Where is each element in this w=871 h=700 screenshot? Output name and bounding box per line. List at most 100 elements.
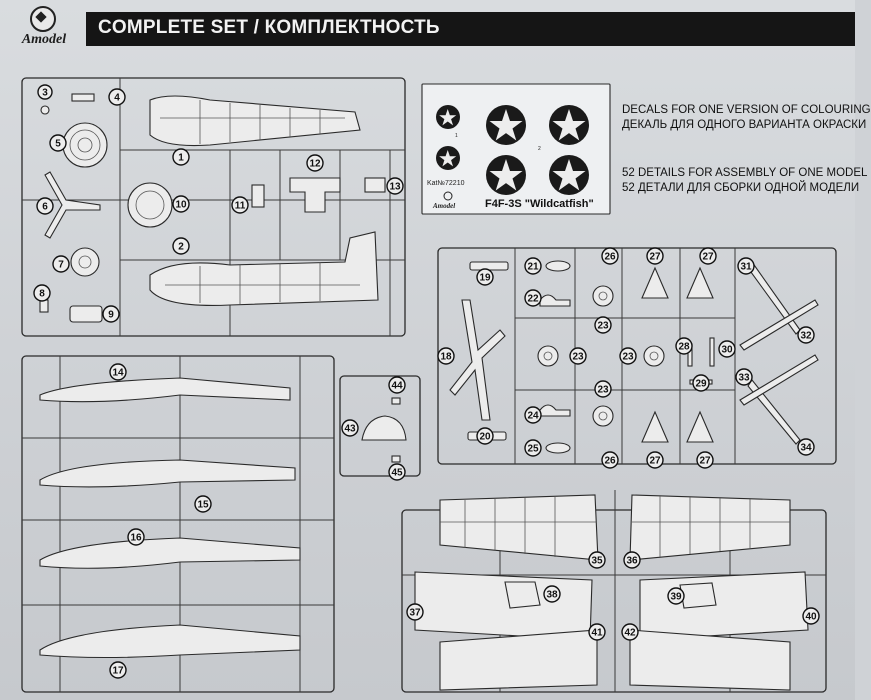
- part-label-28: 28: [675, 337, 693, 355]
- header-bar: [86, 12, 855, 46]
- svg-text:15: 15: [197, 500, 209, 511]
- svg-text:39: 39: [670, 592, 682, 603]
- part-label-33: 33: [735, 368, 753, 386]
- svg-text:10: 10: [175, 200, 187, 211]
- svg-text:4: 4: [114, 93, 120, 104]
- part-label-39: 39: [667, 587, 685, 605]
- part-label-2: 2: [172, 237, 190, 255]
- part-label-6: 6: [36, 197, 54, 215]
- aileron-right: [629, 629, 791, 691]
- part-label-41: 41: [588, 623, 606, 641]
- wing-half-4: [39, 624, 301, 659]
- part-label-23: 23: [569, 347, 587, 365]
- decal-sheet: 1 2 Kat№72210 Amodel F4F-3S "Wildcatfish…: [421, 83, 611, 215]
- part-label-13: 13: [386, 177, 404, 195]
- part-label-32: 32: [797, 326, 815, 344]
- catalog-number: Kat№72210: [427, 180, 465, 187]
- part-label-9: 9: [102, 305, 120, 323]
- wheel-part: [592, 285, 614, 307]
- svg-text:2: 2: [178, 242, 184, 253]
- fuselage-half-upper: [149, 95, 361, 147]
- svg-text:22: 22: [527, 294, 539, 305]
- part-label-27: 27: [699, 247, 717, 265]
- part-label-11: 11: [231, 196, 249, 214]
- svg-text:8: 8: [39, 289, 45, 300]
- flap-left: [414, 571, 593, 641]
- decal-roundel: [549, 155, 589, 195]
- part-label-42: 42: [621, 623, 639, 641]
- part-label-5: 5: [49, 134, 67, 152]
- part-label-8: 8: [33, 284, 51, 302]
- svg-text:31: 31: [740, 262, 752, 273]
- part-label-30: 30: [718, 340, 736, 358]
- gear-part: [70, 247, 100, 277]
- svg-text:3: 3: [42, 88, 48, 99]
- part-label-25: 25: [524, 439, 542, 457]
- svg-text:13: 13: [389, 182, 401, 193]
- decal-roundel: [486, 155, 526, 195]
- svg-text:24: 24: [527, 411, 539, 422]
- part-label-23: 23: [594, 380, 612, 398]
- part-label-29: 29: [692, 374, 710, 392]
- sprue-small-parts: [437, 247, 837, 465]
- svg-text:26: 26: [604, 252, 616, 263]
- svg-text:45: 45: [391, 468, 403, 479]
- part-label-4: 4: [108, 88, 126, 106]
- part-label-21: 21: [524, 257, 542, 275]
- svg-text:23: 23: [572, 352, 584, 363]
- part-label-26: 26: [601, 247, 619, 265]
- part-label-3: 3: [37, 84, 53, 100]
- svg-text:42: 42: [624, 628, 636, 639]
- svg-text:41: 41: [591, 628, 603, 639]
- decal-roundel: [486, 105, 526, 145]
- svg-text:7: 7: [58, 260, 64, 271]
- svg-text:25: 25: [527, 444, 539, 455]
- stabilizer-left: [439, 494, 599, 561]
- svg-text:44: 44: [391, 381, 403, 392]
- svg-text:29: 29: [695, 379, 707, 390]
- wing-half-1: [39, 377, 291, 403]
- part-label-35: 35: [588, 551, 606, 569]
- svg-text:14: 14: [112, 368, 124, 379]
- decal-number-1: 1: [455, 133, 458, 139]
- part-label-31: 31: [737, 257, 755, 275]
- decals-note-ru: ДЕКАЛЬ ДЛЯ ОДНОГО ВАРИАНТА ОКРАСКИ: [622, 119, 867, 131]
- svg-text:27: 27: [649, 456, 661, 467]
- svg-text:11: 11: [235, 201, 246, 212]
- sprue-canopy: [339, 375, 421, 477]
- sprue-fuselage: [21, 77, 406, 337]
- decal-model-name: F4F-3S "Wildcatfish": [485, 198, 594, 210]
- part-label-23: 23: [594, 316, 612, 334]
- details-note-en: 52 DETAILS FOR ASSEMBLY OF ONE MODEL: [622, 167, 868, 179]
- decal-number-2: 2: [538, 146, 541, 152]
- decal-roundel: [436, 146, 460, 170]
- svg-text:33: 33: [738, 373, 750, 384]
- page-header: Amodel COMPLETE SET / КОМПЛЕКТНОСТЬ: [0, 0, 855, 56]
- wing-half-3: [39, 537, 301, 569]
- flap-right: [639, 571, 809, 641]
- part-label-16: 16: [127, 528, 145, 546]
- part-label-12: 12: [306, 154, 324, 172]
- part-label-45: 45: [388, 463, 406, 481]
- decal-logo-icon: [443, 191, 453, 201]
- svg-text:26: 26: [604, 456, 616, 467]
- part-label-37: 37: [406, 603, 424, 621]
- sprue-wings: [21, 355, 335, 693]
- svg-text:12: 12: [309, 159, 321, 170]
- decal-roundel: [436, 105, 460, 129]
- svg-text:37: 37: [409, 608, 421, 619]
- svg-text:20: 20: [479, 432, 491, 443]
- part-label-43: 43: [341, 419, 359, 437]
- aileron-left: [439, 629, 598, 691]
- logo-wordmark: Amodel: [21, 32, 67, 47]
- part-label-15: 15: [194, 495, 212, 513]
- svg-text:40: 40: [805, 612, 817, 623]
- part-label-34: 34: [797, 438, 815, 456]
- part-label-38: 38: [543, 585, 561, 603]
- stabilizer-right: [629, 494, 791, 561]
- canopy-part: [361, 415, 407, 441]
- svg-text:28: 28: [678, 342, 690, 353]
- part-label-24: 24: [524, 406, 542, 424]
- svg-text:21: 21: [527, 262, 539, 273]
